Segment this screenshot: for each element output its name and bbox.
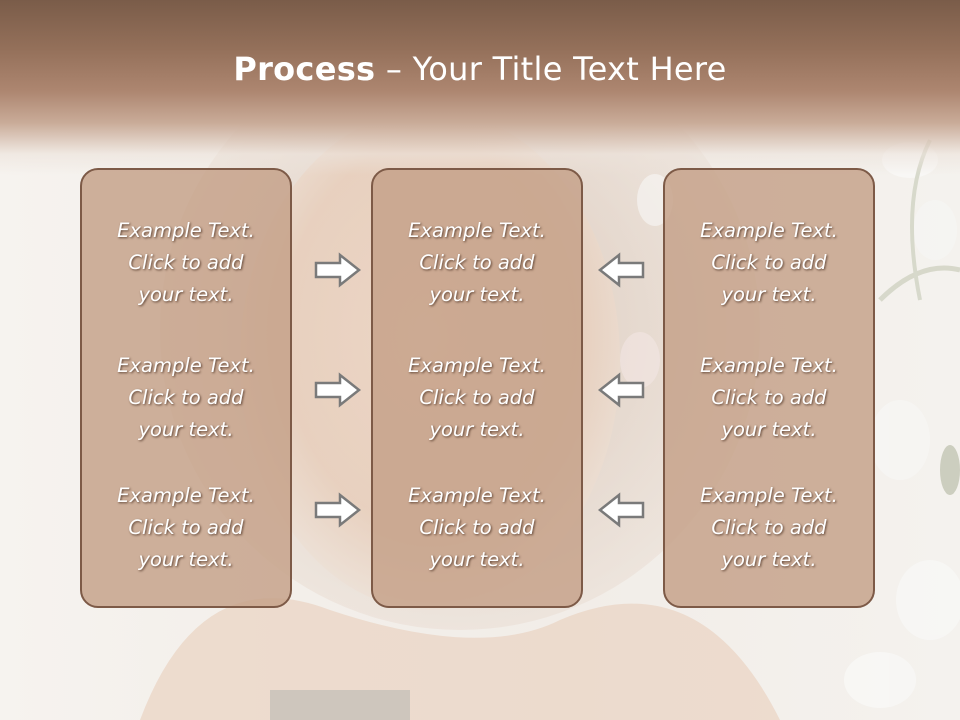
process-box-1[interactable]: Example Text. Click to add your text. Ex… [80,168,292,608]
arrow-right-icon[interactable] [313,370,363,410]
text-line: Example Text. [117,354,255,377]
text-placeholder[interactable]: Example Text. Click to add your text. [665,480,873,576]
text-placeholder[interactable]: Example Text. Click to add your text. [82,480,290,576]
text-line: Example Text. [700,484,838,507]
text-line: Example Text. [408,219,546,242]
text-line: your text. [429,418,525,441]
text-line: Click to add [711,251,827,274]
text-line: your text. [429,548,525,571]
text-line: Click to add [419,386,535,409]
text-line: Click to add [128,516,244,539]
text-line: your text. [721,283,817,306]
slide-title[interactable]: Process – Your Title Text Here [0,50,960,88]
text-line: Example Text. [700,219,838,242]
text-line: Click to add [711,516,827,539]
text-placeholder[interactable]: Example Text. Click to add your text. [665,215,873,311]
arrow-right-icon[interactable] [313,490,363,530]
arrow-right-icon[interactable] [313,250,363,290]
text-line: your text. [138,418,234,441]
text-line: Click to add [419,251,535,274]
text-placeholder[interactable]: Example Text. Click to add your text. [373,350,581,446]
title-bold: Process [233,50,376,88]
text-line: Click to add [128,251,244,274]
text-line: Example Text. [700,354,838,377]
text-line: your text. [429,283,525,306]
text-placeholder[interactable]: Example Text. Click to add your text. [373,480,581,576]
text-placeholder[interactable]: Example Text. Click to add your text. [665,350,873,446]
text-line: Click to add [711,386,827,409]
text-line: your text. [138,283,234,306]
process-box-3[interactable]: Example Text. Click to add your text. Ex… [663,168,875,608]
text-line: Example Text. [117,484,255,507]
text-line: Click to add [128,386,244,409]
text-line: Example Text. [408,354,546,377]
text-placeholder[interactable]: Example Text. Click to add your text. [82,215,290,311]
text-line: your text. [721,548,817,571]
text-line: Click to add [419,516,535,539]
arrow-left-icon[interactable] [596,490,646,530]
text-line: Example Text. [408,484,546,507]
title-rest: – Your Title Text Here [375,50,727,88]
arrow-left-icon[interactable] [596,250,646,290]
text-line: your text. [138,548,234,571]
arrow-left-icon[interactable] [596,370,646,410]
text-placeholder[interactable]: Example Text. Click to add your text. [373,215,581,311]
process-box-2[interactable]: Example Text. Click to add your text. Ex… [371,168,583,608]
header-band [0,0,960,175]
text-line: your text. [721,418,817,441]
text-placeholder[interactable]: Example Text. Click to add your text. [82,350,290,446]
text-line: Example Text. [117,219,255,242]
